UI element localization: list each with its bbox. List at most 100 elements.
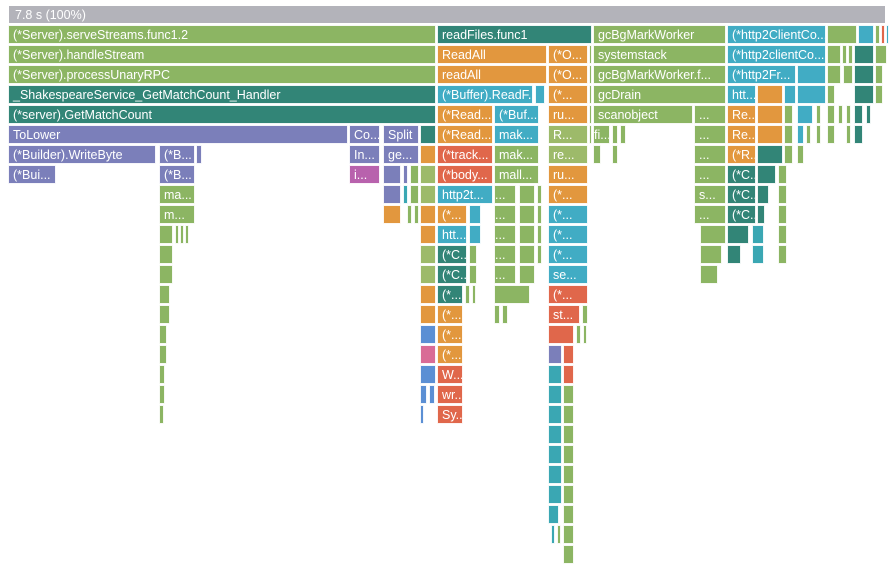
flame-frame[interactable]: gcBgMarkWorker.f... <box>593 65 726 84</box>
flame-frame-unlabeled[interactable] <box>778 245 787 264</box>
flame-frame-unlabeled[interactable] <box>757 105 783 124</box>
flame-frame[interactable]: (*... <box>437 325 463 344</box>
flame-frame[interactable]: Co... <box>349 125 380 144</box>
flame-frame[interactable]: re... <box>548 145 588 164</box>
flame-frame-unlabeled[interactable] <box>589 125 592 144</box>
flame-frame[interactable]: (*http2Fr... <box>727 65 796 84</box>
flame-frame-unlabeled[interactable] <box>383 165 401 184</box>
flame-frame[interactable]: (*O... <box>548 65 588 84</box>
flame-frame-unlabeled[interactable] <box>383 205 401 224</box>
flame-frame[interactable]: (*C... <box>727 205 756 224</box>
flame-frame-unlabeled[interactable] <box>159 245 173 264</box>
flame-frame-unlabeled[interactable] <box>854 65 874 84</box>
flame-frame[interactable]: ... <box>694 145 726 164</box>
flame-frame-unlabeled[interactable] <box>420 405 424 424</box>
flame-frame-unlabeled[interactable] <box>797 65 826 84</box>
flame-frame-unlabeled[interactable] <box>875 45 887 64</box>
flame-frame[interactable]: htt... <box>727 85 756 104</box>
flame-frame-unlabeled[interactable] <box>414 205 419 224</box>
flame-frame-unlabeled[interactable] <box>420 145 436 164</box>
flame-frame[interactable]: (*... <box>548 225 588 244</box>
flame-frame[interactable]: (*Server).handleStream <box>8 45 436 64</box>
flame-frame-unlabeled[interactable] <box>420 125 436 144</box>
flame-frame-unlabeled[interactable] <box>854 45 874 64</box>
flame-frame-unlabeled[interactable] <box>583 325 587 344</box>
flame-frame-unlabeled[interactable] <box>757 125 783 144</box>
flame-frame-unlabeled[interactable] <box>778 225 787 244</box>
flame-frame-unlabeled[interactable] <box>593 145 601 164</box>
flame-frame[interactable]: (*Read... <box>437 105 493 124</box>
flame-frame[interactable]: In... <box>349 145 380 164</box>
flame-frame[interactable]: fi... <box>593 125 610 144</box>
flame-frame[interactable]: gcDrain <box>593 85 726 104</box>
flame-frame[interactable]: scanobject <box>593 105 693 124</box>
flame-frame[interactable]: (*C... <box>727 165 756 184</box>
flame-frame-unlabeled[interactable] <box>589 65 592 84</box>
flame-frame-unlabeled[interactable] <box>816 105 821 124</box>
flame-frame[interactable]: ma... <box>159 185 195 204</box>
flame-frame[interactable]: (*C... <box>727 185 756 204</box>
flame-frame-unlabeled[interactable] <box>875 85 883 104</box>
flame-frame[interactable]: ... <box>494 225 516 244</box>
flame-frame-unlabeled[interactable] <box>563 445 574 464</box>
flame-frame-unlabeled[interactable] <box>420 185 436 204</box>
flame-frame-unlabeled[interactable] <box>576 325 581 344</box>
flame-frame-unlabeled[interactable] <box>784 125 793 144</box>
flame-frame-unlabeled[interactable] <box>854 105 863 124</box>
flame-frame-unlabeled[interactable] <box>537 225 542 244</box>
flame-frame-unlabeled[interactable] <box>563 385 574 404</box>
flame-frame[interactable]: mak... <box>494 125 539 144</box>
flame-frame-unlabeled[interactable] <box>612 145 618 164</box>
flame-frame-unlabeled[interactable] <box>827 85 835 104</box>
flame-frame-unlabeled[interactable] <box>838 105 843 124</box>
flame-frame-unlabeled[interactable] <box>551 525 555 544</box>
flame-frame[interactable]: (*Builder).WriteByte <box>8 145 156 164</box>
flame-frame-unlabeled[interactable] <box>494 305 500 324</box>
flame-frame-unlabeled[interactable] <box>548 345 562 364</box>
flame-frame-unlabeled[interactable] <box>548 325 574 344</box>
flame-frame-unlabeled[interactable] <box>535 85 545 104</box>
flame-frame-unlabeled[interactable] <box>589 105 592 124</box>
flame-frame-unlabeled[interactable] <box>159 305 170 324</box>
flame-frame[interactable]: (*http2clientCo... <box>727 45 826 64</box>
flame-frame-unlabeled[interactable] <box>548 365 562 384</box>
flame-frame[interactable]: ... <box>494 185 516 204</box>
flame-frame-unlabeled[interactable] <box>846 105 851 124</box>
flame-frame-unlabeled[interactable] <box>420 285 436 304</box>
flame-frame-unlabeled[interactable] <box>778 205 787 224</box>
flame-frame-unlabeled[interactable] <box>403 185 408 204</box>
flame-frame[interactable]: (*B... <box>159 165 195 184</box>
flame-frame-unlabeled[interactable] <box>827 65 841 84</box>
flame-frame[interactable]: R... <box>548 125 588 144</box>
flame-frame[interactable]: (*http2ClientCo... <box>727 25 826 44</box>
flame-frame-unlabeled[interactable] <box>420 165 436 184</box>
flame-frame[interactable]: gcBgMarkWorker <box>593 25 726 44</box>
flame-frame[interactable]: _ShakespeareService_GetMatchCount_Handle… <box>8 85 436 104</box>
flame-frame-unlabeled[interactable] <box>563 345 574 364</box>
flame-frame-unlabeled[interactable] <box>159 365 165 384</box>
flame-frame[interactable]: Sy... <box>437 405 463 424</box>
flame-frame[interactable]: ToLower <box>8 125 348 144</box>
flame-frame-unlabeled[interactable] <box>180 225 184 244</box>
flame-frame[interactable]: (*... <box>437 205 467 224</box>
flame-frame-unlabeled[interactable] <box>548 445 562 464</box>
flame-frame[interactable]: (*... <box>548 205 588 224</box>
flame-frame-unlabeled[interactable] <box>858 25 874 44</box>
flame-frame-unlabeled[interactable] <box>854 125 863 144</box>
flame-frame-unlabeled[interactable] <box>797 125 804 144</box>
flame-frame-unlabeled[interactable] <box>548 505 559 524</box>
flame-frame[interactable]: W... <box>437 365 463 384</box>
flame-frame-unlabeled[interactable] <box>420 265 436 284</box>
flame-frame-unlabeled[interactable] <box>548 485 562 504</box>
flame-frame[interactable]: htt... <box>437 225 467 244</box>
flame-frame-unlabeled[interactable] <box>472 285 476 304</box>
flame-frame-unlabeled[interactable] <box>806 125 811 144</box>
flame-frame[interactable]: readFiles.func1 <box>437 25 592 44</box>
flame-frame[interactable]: (*Buffer).ReadF... <box>437 85 533 104</box>
flame-frame-unlabeled[interactable] <box>886 25 889 44</box>
flame-frame-unlabeled[interactable] <box>429 385 435 404</box>
flame-frame[interactable]: (*Read... <box>437 125 493 144</box>
flame-frame-unlabeled[interactable] <box>557 525 561 544</box>
flame-frame-unlabeled[interactable] <box>519 265 535 284</box>
flame-frame[interactable]: (*Bui... <box>8 165 56 184</box>
